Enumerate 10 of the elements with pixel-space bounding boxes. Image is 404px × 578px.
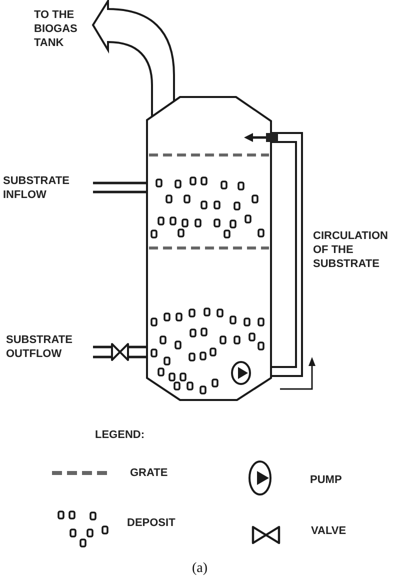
legend-label: PUMP (310, 473, 342, 487)
legend-label: VALVE (311, 524, 346, 538)
annotation-text: TO THE BIOGAS TANK (34, 8, 78, 50)
legend-title: LEGEND: (95, 428, 146, 442)
annotation-text: SUBSTRATE INFLOW (3, 174, 70, 202)
legend-label: DEPOSIT (127, 516, 176, 530)
annotation-text: SUBSTRATE OUTFLOW (6, 333, 74, 361)
figure-caption: (a) (192, 561, 208, 577)
annotation-text: CIRCULATION OF THE SUBSTRATE (313, 229, 389, 271)
legend-label: GRATE (130, 466, 168, 480)
